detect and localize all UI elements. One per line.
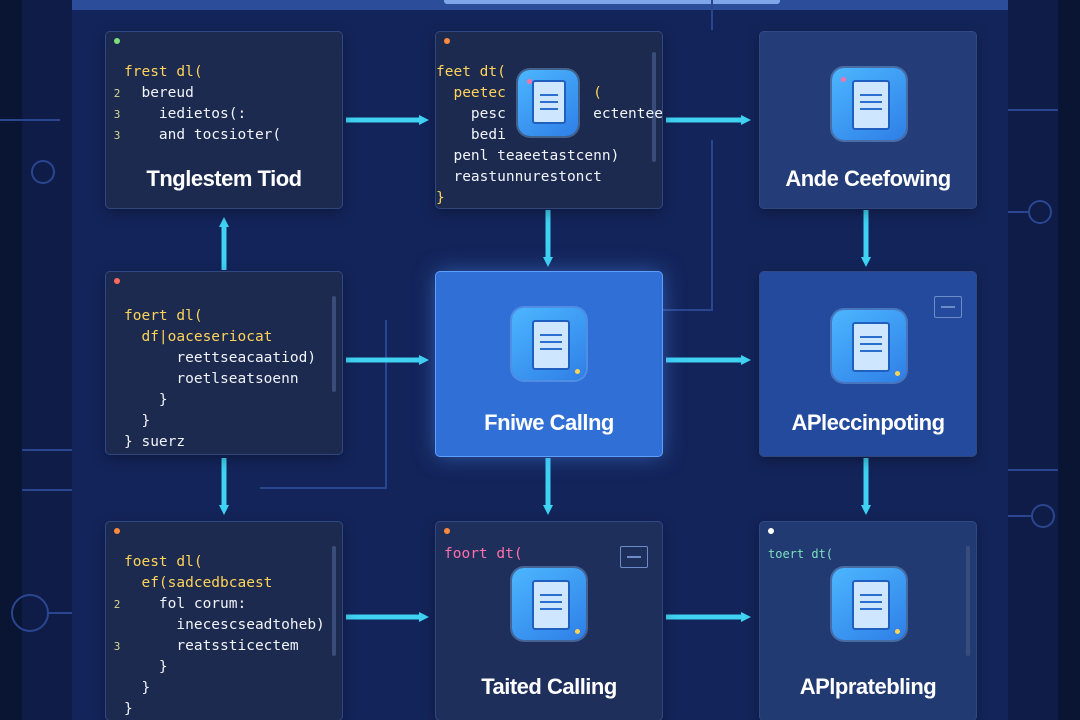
code-block: feet dt( peetec ( pesc ectenteen) bedi p… xyxy=(436,62,662,208)
code-line: feet dt( xyxy=(436,64,506,80)
card-top-left: frest dl( 2 bereud 3 iedietos(: 3 and to… xyxy=(106,32,342,208)
code-line: } xyxy=(124,413,151,429)
card-top-right: Ande Ceefowing xyxy=(760,32,976,208)
card-label: Taited Calling xyxy=(481,674,617,699)
code-line: pesc ectenteen) xyxy=(470,106,662,122)
code-line: 2 fol corum: xyxy=(113,596,247,612)
window-dot xyxy=(768,528,774,534)
code-line: toert dt( xyxy=(768,547,834,561)
code-line: 3 and tocsioter( xyxy=(113,127,282,143)
code-line: 2 bereud xyxy=(113,85,194,101)
window-dot xyxy=(114,278,120,284)
circuit-node xyxy=(31,160,55,184)
code-line: peetec ( xyxy=(453,85,602,101)
right-edge xyxy=(1058,0,1080,720)
scrollbar[interactable] xyxy=(332,546,336,656)
top-bar xyxy=(72,0,1008,10)
window-dot xyxy=(114,38,120,44)
card-mid-right: APleccinpoting xyxy=(760,272,976,456)
code-line: 3 iedietos(: xyxy=(113,106,247,122)
card-label: APleccinpoting xyxy=(791,410,945,435)
code-line: reettseacaatiod) xyxy=(124,350,317,366)
circuit-trace xyxy=(660,140,713,311)
code-line: reastunnurestonct xyxy=(436,169,602,185)
window-dot xyxy=(444,38,450,44)
left-edge xyxy=(0,0,22,720)
scrollbar[interactable] xyxy=(652,52,656,162)
code-line: 3 reatssticectem xyxy=(113,638,299,654)
window-dot xyxy=(444,528,450,534)
scrollbar[interactable] xyxy=(966,546,970,656)
circuit-node xyxy=(1031,504,1055,528)
code-line: } xyxy=(124,680,151,696)
code-line: penl teaeetastcenn) xyxy=(436,148,620,164)
scrollbar[interactable] xyxy=(332,296,336,392)
card-bot-right: toert dt( APlpratebling xyxy=(760,522,976,720)
code-line: } xyxy=(124,659,168,675)
minimize-icon[interactable] xyxy=(934,296,962,318)
card-label: Ande Ceefowing xyxy=(785,166,951,191)
code-block: foert dl( df|oaceseriocat reettseacaatio… xyxy=(106,306,342,453)
document-icon xyxy=(518,70,578,136)
code-block: foest dl( ef(sadcedbcaest 2 fol corum: i… xyxy=(106,552,342,720)
code-line: foest dl( xyxy=(124,554,203,570)
minimize-icon[interactable] xyxy=(620,546,648,568)
code-line: ef(sadcedbcaest xyxy=(124,575,273,591)
code-line: } xyxy=(436,190,445,206)
document-icon xyxy=(512,568,586,640)
code-line: bedi xyxy=(436,127,506,143)
code-block: frest dl( 2 bereud 3 iedietos(: 3 and to… xyxy=(106,62,342,146)
document-icon xyxy=(512,308,586,380)
code-line: foert dl( xyxy=(124,308,203,324)
code-line: } xyxy=(124,392,168,408)
card-label: Fniwe Callng xyxy=(484,410,614,435)
circuit-node xyxy=(1028,200,1052,224)
code-line: foort dt( xyxy=(444,546,523,562)
card-bot-mid: foort dt( Taited Calling xyxy=(436,522,662,720)
card-label: APlpratebling xyxy=(799,674,937,699)
card-mid-left: foert dl( df|oaceseriocat reettseacaatio… xyxy=(106,272,342,454)
code-line: } xyxy=(124,701,133,717)
code-line: roetlseatsoenn xyxy=(124,371,299,387)
document-icon xyxy=(832,568,906,640)
code-line: inecescseadtoheb) xyxy=(124,617,325,633)
card-bot-left: foest dl( ef(sadcedbcaest 2 fol corum: i… xyxy=(106,522,342,720)
code-line: df|oaceseriocat xyxy=(124,329,273,345)
window-dot xyxy=(114,528,120,534)
card-top-mid: feet dt( peetec ( pesc ectenteen) bedi p… xyxy=(436,32,662,208)
circuit-node xyxy=(11,594,49,632)
card-label: Tnglestem Tiod xyxy=(146,166,302,191)
document-icon xyxy=(832,68,906,140)
document-icon xyxy=(832,310,906,382)
code-line: frest dl( xyxy=(124,64,203,80)
code-line: } suerz xyxy=(124,434,186,450)
card-mid-mid: Fniwe Callng xyxy=(436,272,662,456)
circuit-trace xyxy=(260,320,387,489)
